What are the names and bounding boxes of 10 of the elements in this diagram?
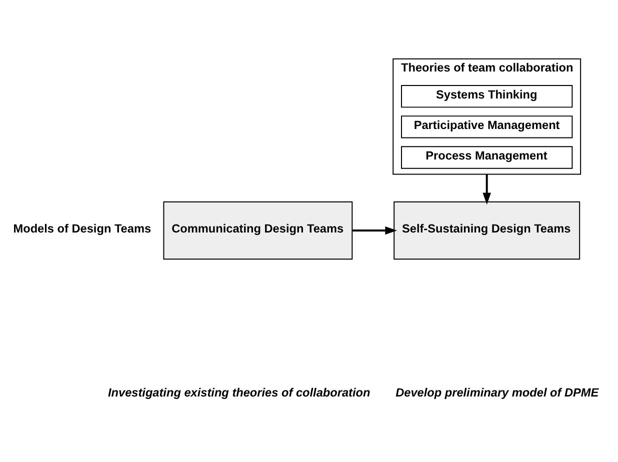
node-box: Self-Sustaining Design Teams xyxy=(394,200,580,260)
node-box: Process Management xyxy=(401,146,573,168)
node-box: Participative Management xyxy=(401,115,573,138)
node-box: Systems Thinking xyxy=(401,84,573,108)
node-label: Models of Design Teams xyxy=(13,221,152,236)
label: Develop preliminary model of DPME xyxy=(396,384,599,399)
arrow xyxy=(352,226,398,234)
label: Investigating existing theories of collaboration xyxy=(108,384,370,399)
arrow xyxy=(482,174,491,204)
node-box: Communicating Design Teams xyxy=(163,200,353,260)
